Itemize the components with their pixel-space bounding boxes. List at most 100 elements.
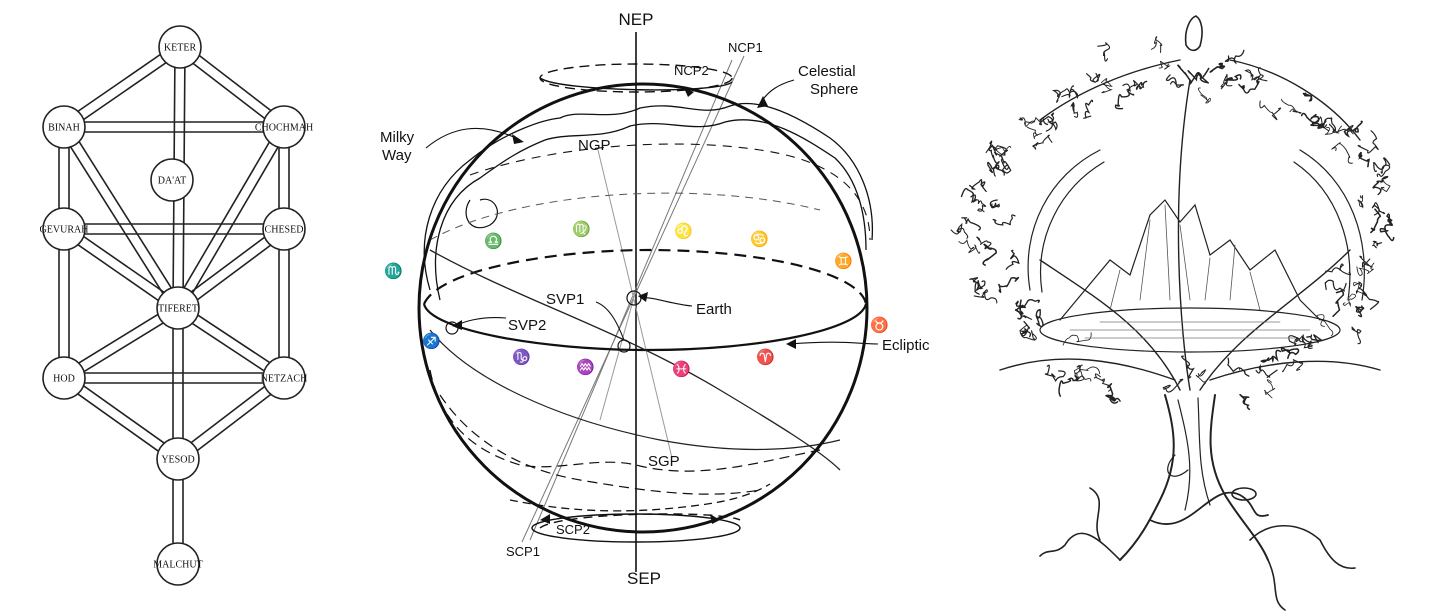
canopy-leaf-clump [1083,99,1094,119]
canopy-leaf-clump [1074,364,1083,374]
canopy-leaf-clump [1372,175,1389,196]
sefirah-chesed-label: CHESED [265,225,304,236]
galactic-plane-front [429,329,841,451]
arrow-north-rotation [684,88,694,97]
canopy-leaf-clump [1044,364,1066,383]
canopy-leaf-clump [1097,42,1111,62]
lake-hatching [1069,321,1311,339]
canopy-leaf-clump [1046,112,1058,131]
canopy-leaf-clump [1357,130,1379,154]
tree-path-chesed-tiferet [180,232,288,313]
canopy-leaf-clump [1005,249,1020,270]
mountain-peaks [1059,199,1321,321]
canopy-leaf-clump [1325,263,1352,276]
canopy-leaf-clump [1331,142,1353,164]
milky-way-band-inner [434,119,867,301]
canopy-leaf-clump [1015,306,1033,320]
mountain-shading [1109,204,1261,311]
canopy-leaf-clump [1070,102,1079,118]
serpent-head [1231,487,1257,501]
canopy-leaf-clump [958,239,981,254]
zodiac-capricorn: ♑ [512,348,531,366]
canopy-leaf-clump [1227,357,1250,377]
canopy-leaf-clump [1239,393,1251,411]
leader-svp2 [455,317,507,327]
milky-way-inner-loop [465,198,498,229]
celestial-sphere-diagram: NEP SEP NCP1 NCP2 SCP1 SCP2 Celestial Sp… [380,10,930,588]
zodiac-taurus: ♉ [870,316,889,334]
ncp1-label: NCP1 [728,40,763,55]
tree-branch [1039,259,1181,391]
canopy-leaf-clump [1355,305,1365,318]
sefirah-keter-label: KETER [164,43,197,54]
canopy-leaf-clump [1356,262,1375,276]
canopy-leaf-clump [950,222,969,239]
sefirah-yesod-circle [156,437,200,481]
canopy-leaf-clump [1224,49,1245,65]
svp1-label: SVP1 [546,291,584,308]
milky-way-lower-dashed-2 [439,394,761,495]
galactic-equator-back [469,143,871,241]
sep-label: SEP [627,569,661,588]
canopy-leaf-clump [1259,100,1282,121]
ecliptic-label: Ecliptic [882,337,930,354]
canopy-leaf-clump [1032,134,1053,150]
canopy-leaf-clump [989,199,1000,209]
arrow-earth [638,292,648,302]
tree-path-binah-tiferet [59,129,175,312]
canopy-leaf-clump [1310,119,1327,129]
canopy-leaf-clump [1220,73,1233,90]
milky-way-band-outer [423,102,874,291]
canopy-leaf-clump [1020,320,1032,338]
zodiac-leo: ♌ [674,222,693,240]
canopy-leaf-clump [998,276,1020,293]
canopy-leaf-clump [1282,359,1304,373]
sefirah-tiferet-circle [156,286,200,330]
tree-path-hod-yesod [60,381,176,464]
svp2-label: SVP2 [508,317,546,334]
tree-path-hod-yesod [66,373,182,456]
canopy-leaf-clump [1379,224,1395,242]
sefirah-binah-circle [42,105,86,149]
canopy-leaf-clump [961,217,982,231]
canopy-leaf-clump [1386,213,1394,226]
canopy-leaf-clump [1158,60,1171,70]
sefirah-binah-label: BINAH [48,123,80,134]
scp2-label: SCP2 [556,522,590,537]
canopy-leaf-clump [1105,383,1115,401]
canopy-leaf-clump [1351,326,1362,345]
tree-path-netzach-yesod [174,373,282,456]
canopy-leaf-clump [1058,375,1079,397]
canopy-leaf-clump [1371,202,1386,216]
sefirah-daat-label: DA'AT [158,176,186,187]
sefirah-gevurah-circle [42,207,86,251]
canopy-leaf-clump [1019,324,1037,341]
arrow-scp-left [540,514,550,524]
canopy-leaf-clump [1264,379,1276,399]
sefirah-tiferet-label: TIFERET [158,304,198,315]
tree-branch [1039,59,1181,121]
canopy-leaf-clump [1238,80,1260,94]
ngp-label: NGP [578,137,611,154]
sefirah-netzach-label: NETZACH [261,374,308,385]
canopy-leaf-clump [1260,349,1282,364]
leader-ecliptic [789,341,879,345]
tree-path-chochmah-tiferet [172,124,281,306]
canopy-leaf-clump [1357,195,1364,209]
canopy-leaf-clump [969,179,987,193]
canopy-leaf-clump [1281,98,1302,114]
milky-way-label-line2: Way [382,147,412,164]
arrow-south-rotation [710,514,720,524]
dashed-great-circle [429,192,821,241]
canopy-leaf-clump [1135,80,1148,90]
milky-way-lower-dashed [429,369,821,472]
root-left [1039,487,1121,561]
canopy-leaf-clump [1051,88,1071,103]
svp-axis [599,289,637,421]
zodiac-virgo: ♍ [572,220,591,238]
arrow-ecliptic [786,339,796,349]
trunk-texture [1167,397,1211,511]
ncp2-label: NCP2 [674,63,709,78]
zodiac-scorpio: ♏ [384,262,403,280]
